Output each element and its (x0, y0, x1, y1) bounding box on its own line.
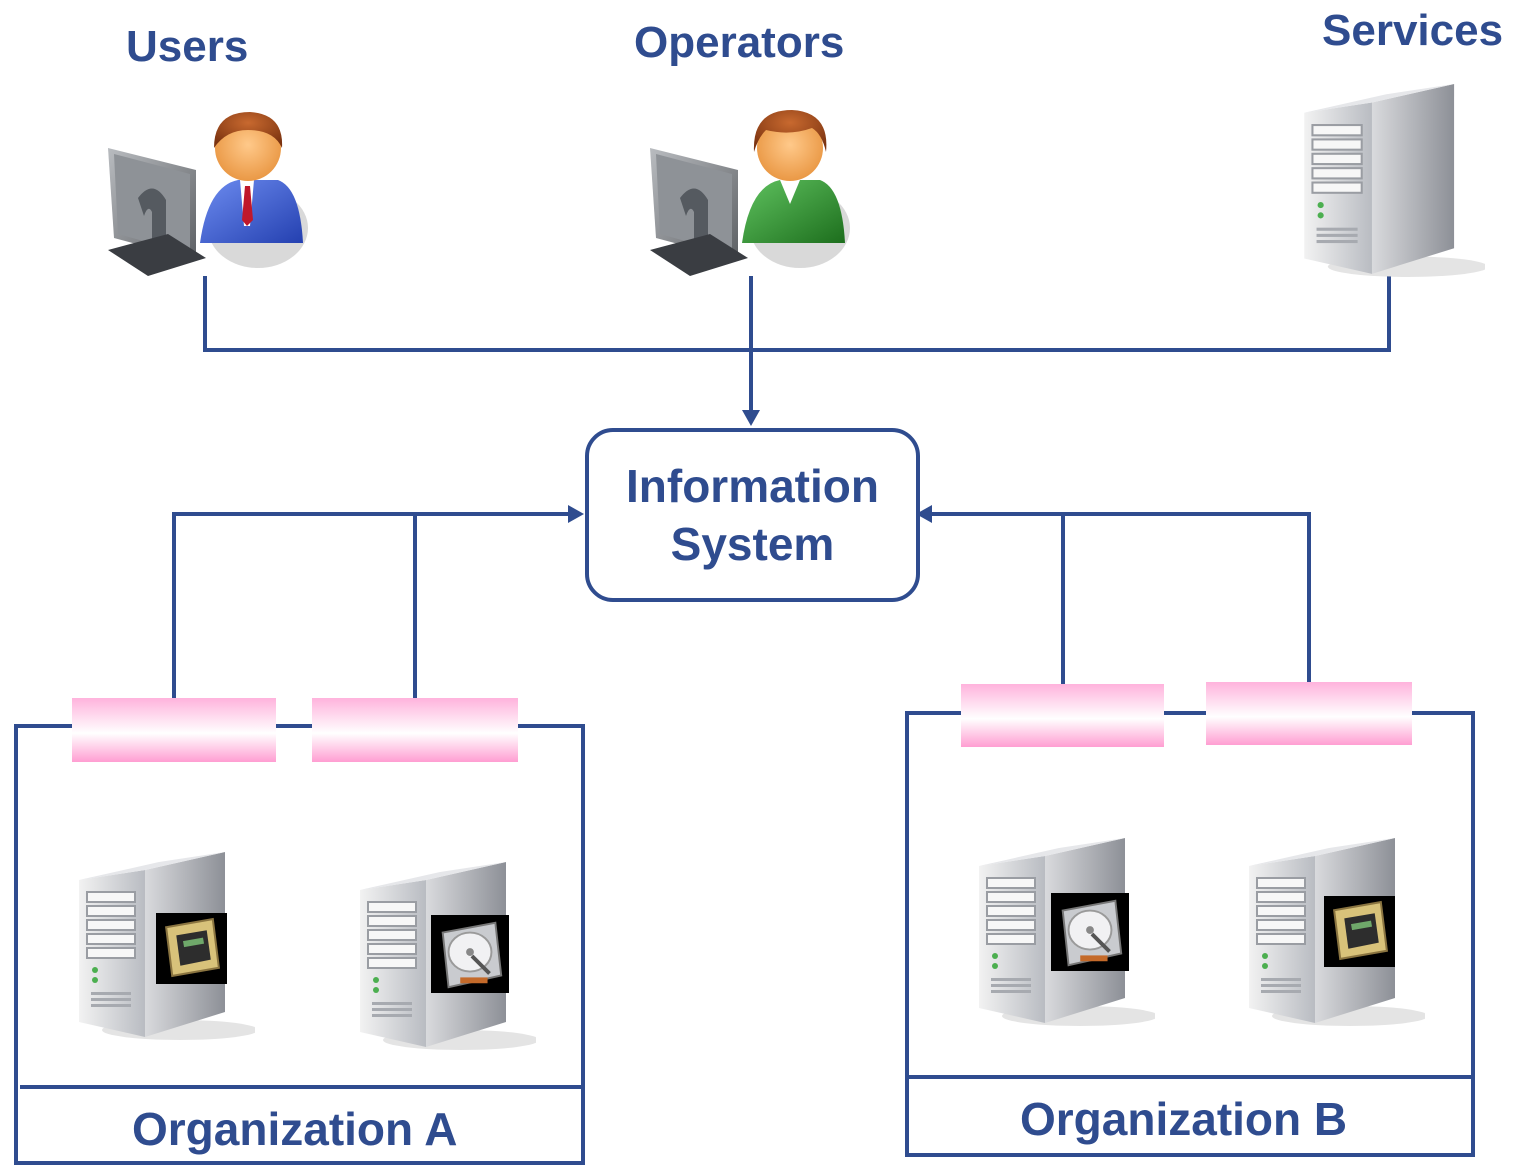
information-system-node: Information System (585, 428, 920, 602)
arrow-into-is-right (916, 505, 932, 523)
organization-b-label: Organization B (1020, 1093, 1348, 1145)
server-tower-icon (1303, 84, 1485, 278)
information-system-line-1: Information (626, 460, 879, 512)
services-label: Services (1322, 6, 1504, 55)
organization-b-box (905, 682, 1475, 1157)
hard-disk-icon (1050, 893, 1130, 971)
org-a-connector-1 (72, 698, 276, 762)
organization-a-box (14, 698, 585, 1165)
org-b-connector-lines (930, 512, 1311, 684)
information-system-line-2: System (670, 518, 835, 570)
org-a-connector-2 (312, 698, 518, 762)
hard-disk-icon (430, 915, 510, 993)
arrow-into-is-top (742, 410, 760, 426)
users-label: Users (126, 22, 249, 71)
organization-a-label: Organization A (132, 1103, 458, 1155)
operator-at-computer-icon (650, 110, 850, 276)
org-a-connector-lines (172, 512, 570, 698)
cpu-chip-icon (1324, 896, 1395, 967)
operators-label: Operators (634, 18, 845, 67)
user-at-computer-icon (108, 112, 308, 276)
org-b-connector-1 (961, 684, 1164, 747)
org-b-connector-2 (1206, 682, 1412, 745)
arrow-into-is-left (568, 505, 584, 523)
actor-connector-lines (203, 276, 1391, 412)
cpu-chip-icon (156, 913, 227, 984)
